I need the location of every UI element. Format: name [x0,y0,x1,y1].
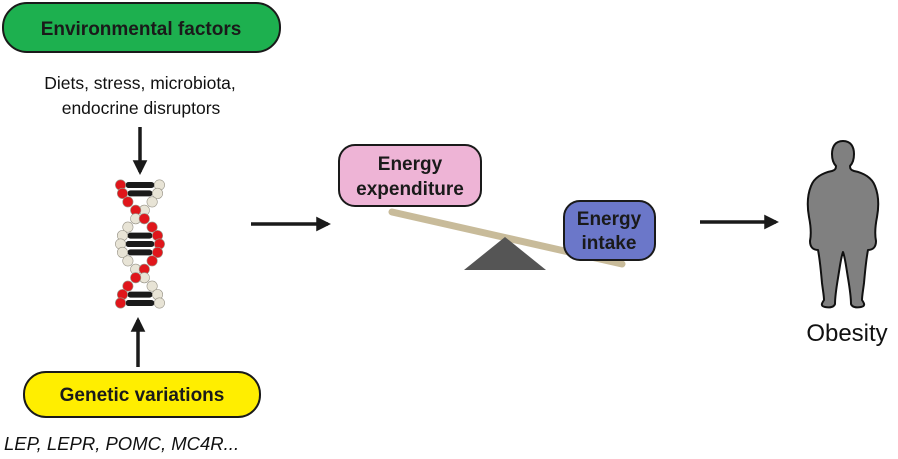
environmental-factors-label: Environmental factors [41,19,242,40]
dna-nucleotide-cream [122,255,134,267]
genetic-variations-box [23,371,261,418]
environmental-factors-node: Environmental factors [2,2,281,53]
dna-nucleotide-cream [116,246,128,258]
dna-nucleotide-red [152,246,164,258]
dna-nucleotide-cream [146,280,158,292]
dna-nucleotide-red [122,280,134,292]
dna-nucleotide-cream [152,187,164,199]
environmental-factors-box [2,2,281,53]
energy-intake-label-line1: Energy [577,209,642,230]
dna-nucleotide-red [138,213,150,225]
energy-expenditure-label-line2: expenditure [356,179,464,200]
energy-expenditure-box [338,144,482,207]
energy-intake-box [563,200,656,261]
energy-balance-seesaw: Energy expenditure Energy intake [338,144,656,270]
dna-nucleotide-red [116,187,128,199]
obese-person-icon [806,140,880,309]
seesaw-fulcrum-icon [464,237,546,270]
dna-nucleotide-cream [153,297,165,309]
dna-nucleotide-red [146,255,158,267]
energy-intake-label-line2: intake [582,233,637,254]
genetic-variations-label: Genetic variations [60,385,225,406]
energy-expenditure-label-line1: Energy [378,154,443,175]
dna-nucleotide-red [130,272,142,284]
energy-expenditure-node: Energy expenditure [338,144,482,207]
dna-nucleotide-red [115,297,127,309]
dna-nucleotide-red [122,196,134,208]
dna-nucleotide-cream [122,221,134,233]
dna-helix-icon [115,179,165,309]
environmental-examples-line1: Diets, stress, microbiota, [44,73,236,93]
genetic-examples: LEP, LEPR, POMC, MC4R... [4,433,239,454]
genetic-variations-node: Genetic variations [23,371,261,418]
obesity-label: Obesity [806,320,887,347]
environmental-examples-line2: endocrine disruptors [62,98,221,118]
dna-nucleotide-cream [146,196,158,208]
dna-nucleotide-red [146,221,158,233]
energy-intake-node: Energy intake [563,200,656,261]
